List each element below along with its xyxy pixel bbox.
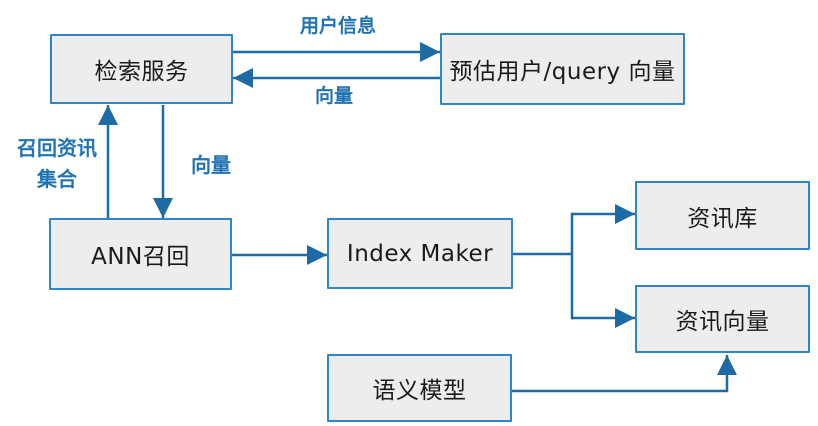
node-info-store-label: 资讯库: [687, 205, 758, 232]
node-ann-recall-label: ANN召回: [91, 244, 190, 270]
edge-label-vector-down: 向量: [191, 153, 231, 177]
node-user-query-vector-label: 预估用户/query 向量: [449, 59, 676, 85]
node-user-query-vector: 预估用户/query 向量: [440, 33, 685, 105]
node-index-maker: Index Maker: [327, 218, 513, 289]
arrow-semantic-to-info-vector: [512, 355, 737, 393]
edge-label-user-info: 用户信息: [299, 15, 376, 37]
node-ann-recall: ANN召回: [49, 218, 232, 290]
node-info-vector-label: 资讯向量: [675, 309, 770, 335]
edge-label-vector-return: 向量: [314, 85, 353, 107]
node-info-store: 资讯库: [635, 181, 810, 250]
node-info-vector: 资讯向量: [635, 285, 810, 353]
node-semantic-model: 语义模型: [327, 354, 512, 422]
edge-label-recall-set: 召回资讯 集合: [17, 136, 97, 191]
node-index-maker-label: Index Maker: [346, 240, 494, 267]
node-retrieval-service: 检索服务: [50, 34, 233, 104]
node-retrieval-service-label: 检索服务: [94, 59, 189, 85]
node-semantic-model-label: 语义模型: [372, 378, 467, 404]
